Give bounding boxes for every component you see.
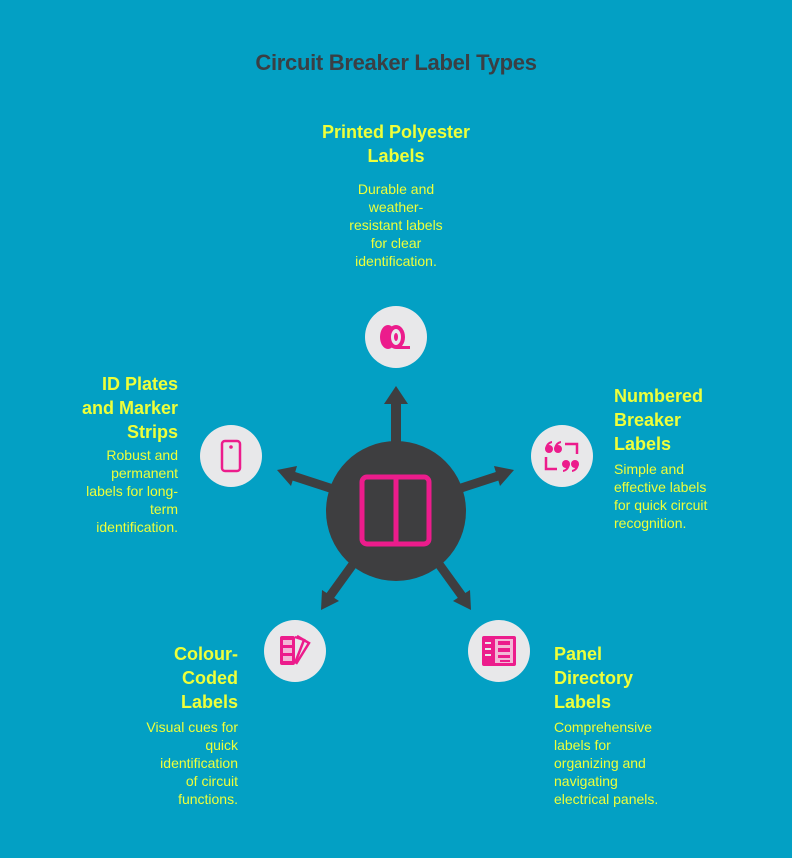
item-title: Colour- Coded Labels: [174, 644, 238, 712]
item-colour-coded: Colour- Coded Labels Visual cues for qui…: [88, 642, 238, 808]
item-description: Visual cues for quick identification of …: [146, 719, 238, 807]
id-plate-icon: [220, 439, 242, 473]
directory-list-icon: [482, 636, 516, 666]
item-panel-directory: Panel Directory Labels Comprehensive lab…: [554, 642, 754, 808]
node-panel-directory: [468, 620, 530, 682]
item-printed-polyester: Printed Polyester Labels Durable and wea…: [296, 120, 496, 270]
item-title: Numbered Breaker Labels: [614, 386, 704, 454]
item-title: Panel Directory Labels: [554, 644, 634, 712]
circuit-breaker-icon: [359, 474, 432, 547]
tape-roll-icon: [380, 325, 410, 349]
node-colour-coded: [264, 620, 326, 682]
node-id-plates: [200, 425, 262, 487]
item-description: Durable and weather- resistant labels fo…: [349, 181, 443, 269]
item-id-plates: ID Plates and Marker Strips Robust and p…: [28, 372, 178, 536]
item-title: ID Plates and Marker Strips: [81, 374, 178, 442]
color-swatch-icon: [280, 634, 311, 665]
node-printed-polyester: [365, 306, 427, 368]
item-title: Printed Polyester Labels: [321, 122, 471, 166]
item-description: Comprehensive labels for organizing and …: [554, 719, 659, 807]
item-numbered-breaker: Numbered Breaker Labels Simple and effec…: [614, 384, 784, 532]
item-description: Simple and effective labels for quick ci…: [614, 461, 708, 531]
node-numbered-breaker: [531, 425, 593, 487]
item-description: Robust and permanent labels for long- te…: [86, 447, 178, 535]
quote-icon: [544, 441, 579, 472]
diagram-title: Circuit Breaker Label Types: [255, 50, 537, 75]
